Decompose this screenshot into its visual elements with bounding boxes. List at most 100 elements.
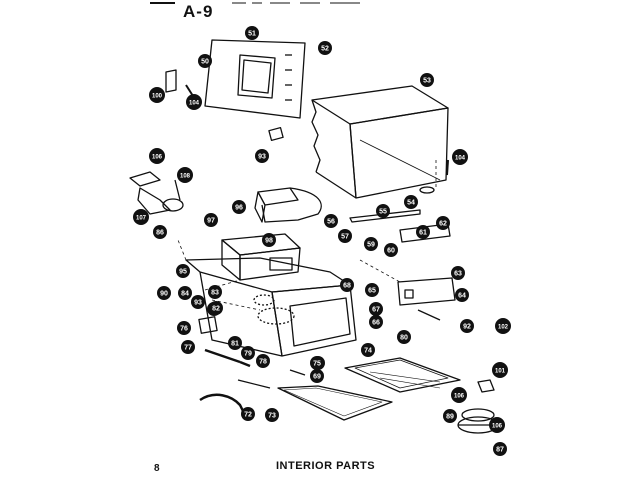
callout-60: 60	[384, 243, 398, 257]
callout-label: 89	[446, 414, 454, 421]
callout-57: 57	[338, 229, 352, 243]
callout-67: 67	[369, 302, 383, 316]
callout-label: 95	[179, 269, 187, 276]
callout-56: 56	[324, 214, 338, 228]
callout-label: 75	[313, 361, 321, 368]
callout-label: 83	[211, 290, 219, 297]
callout-label: 78	[259, 359, 267, 366]
callout-78: 78	[256, 354, 270, 368]
callout-label: 63	[454, 271, 462, 278]
callout-65: 65	[365, 283, 379, 297]
callout-98: 98	[262, 233, 276, 247]
callout-61: 61	[416, 225, 430, 239]
air-duct	[254, 187, 322, 223]
callout-label: 92	[463, 324, 471, 331]
callout-label: 84	[181, 291, 189, 298]
callout-label: 57	[341, 234, 349, 241]
callout-63: 63	[451, 266, 465, 280]
callout-74: 74	[361, 343, 375, 357]
callout-52: 52	[318, 41, 332, 55]
callout-73: 73	[265, 408, 279, 422]
callout-97: 97	[204, 213, 218, 227]
callout-51: 51	[245, 26, 259, 40]
callout-93: 93	[255, 149, 269, 163]
callout-102: 102	[495, 318, 511, 334]
callout-label: 66	[372, 320, 380, 327]
callout-label: 87	[496, 447, 504, 454]
callout-label: 102	[498, 325, 509, 331]
callout-label: 106	[152, 155, 163, 161]
callout-label: 100	[152, 94, 163, 100]
callout-106: 106	[489, 417, 505, 433]
outer-cabinet	[311, 85, 449, 199]
callout-label: 60	[387, 248, 395, 255]
callout-90: 90	[157, 286, 171, 300]
callout-76: 76	[177, 321, 191, 335]
callout-label: 93	[258, 154, 266, 161]
callout-label: 65	[368, 288, 376, 295]
callout-87: 87	[493, 442, 507, 456]
callout-label: 86	[156, 230, 164, 237]
callout-89: 89	[443, 409, 457, 423]
callout-label: 104	[189, 101, 200, 107]
callout-label: 50	[201, 59, 209, 66]
callout-59: 59	[364, 237, 378, 251]
callout-83: 83	[208, 285, 222, 299]
callout-101: 101	[492, 362, 508, 378]
callout-label: 77	[184, 345, 192, 352]
callout-66: 66	[369, 315, 383, 329]
callout-95: 95	[176, 264, 190, 278]
callout-92: 92	[460, 319, 474, 333]
callout-label: 97	[207, 218, 215, 225]
callout-layer: 51 52 50 100 104 53 93 106 108 107 104 96 55 54 97 98 56…	[133, 26, 511, 456]
callout-label: 106	[454, 394, 465, 400]
callout-82: 82	[209, 301, 223, 315]
callout-107: 107	[133, 209, 149, 225]
callout-label: 96	[235, 205, 243, 212]
figure-id: A-9	[183, 2, 214, 21]
callout-label: 108	[180, 174, 191, 180]
callout-label: 104	[455, 156, 466, 162]
callout-label: 107	[136, 216, 147, 222]
callout-label: 64	[458, 293, 466, 300]
callout-55: 55	[376, 204, 390, 218]
callout-79: 79	[241, 346, 255, 360]
magnetron-unit	[221, 233, 301, 281]
callout-100: 100	[149, 87, 165, 103]
callout-54: 54	[404, 195, 418, 209]
callout-104: 104	[186, 94, 202, 110]
callout-104: 104	[452, 149, 468, 165]
callout-label: 68	[343, 283, 351, 290]
callout-label: 101	[495, 369, 506, 375]
callout-62: 62	[436, 216, 450, 230]
callout-108: 108	[177, 167, 193, 183]
callout-93: 93	[191, 295, 205, 309]
callout-label: 56	[327, 219, 335, 226]
callout-label: 98	[265, 238, 273, 245]
callout-label: 93	[194, 300, 202, 307]
diagram-caption: INTERIOR PARTS	[276, 460, 376, 472]
callout-label: 72	[244, 412, 252, 419]
callout-68: 68	[340, 278, 354, 292]
callout-label: 81	[231, 341, 239, 348]
callout-label: 54	[407, 200, 415, 207]
callout-label: 73	[268, 413, 276, 420]
callout-label: 53	[423, 78, 431, 85]
callout-label: 80	[400, 335, 408, 342]
callout-label: 59	[367, 242, 375, 249]
callout-80: 80	[397, 330, 411, 344]
callout-77: 77	[181, 340, 195, 354]
glass-tray	[344, 357, 461, 393]
callout-label: 55	[379, 209, 387, 216]
callout-label: 51	[248, 31, 256, 38]
callout-84: 84	[178, 286, 192, 300]
callout-106: 106	[149, 148, 165, 164]
callout-label: 61	[419, 230, 427, 237]
callout-label: 52	[321, 46, 329, 53]
callout-label: 74	[364, 348, 372, 355]
callout-96: 96	[232, 200, 246, 214]
callout-72: 72	[241, 407, 255, 421]
callout-label: 106	[492, 424, 503, 430]
